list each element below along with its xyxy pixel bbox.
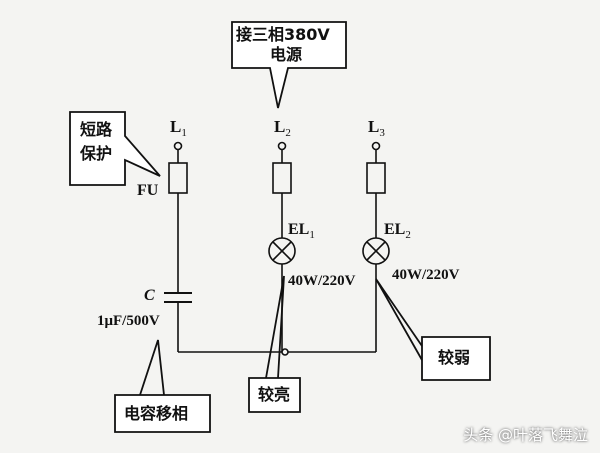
callout-source-line2: 电源 — [270, 45, 303, 64]
watermark: 头条 @叶落飞舞泣 — [463, 426, 588, 444]
terminal-l1 — [173, 141, 183, 151]
fuse-l1 — [168, 162, 188, 194]
phase-label-l2: L2 — [274, 117, 291, 139]
callout-source-line1: 接三相380V — [236, 25, 330, 44]
phase-label-l1: L1 — [170, 117, 187, 139]
fuse-l2 — [272, 162, 292, 194]
fuse-l3 — [366, 162, 386, 194]
callout-brighter-box — [248, 377, 301, 413]
lamp-el2 — [362, 237, 390, 265]
capacitor-symbol: C — [144, 287, 155, 304]
callout-capacitor-pointer — [139, 339, 165, 396]
lamp-el1 — [268, 237, 296, 265]
lamp-rating-el1: 40W/220V — [288, 273, 356, 289]
phase-label-l3: L3 — [368, 117, 385, 139]
lamp-label-el1: EL1 — [288, 221, 315, 241]
callout-capacitor-box — [114, 394, 211, 433]
callout-dimmer-box — [421, 336, 491, 381]
callout-brighter-pointer — [265, 275, 285, 379]
capacitor-rating: 1μF/500V — [97, 313, 160, 329]
fuse-label: FU — [137, 182, 159, 199]
callout-protection-line1: 短路 — [80, 120, 113, 139]
lamp-rating-el2: 40W/220V — [392, 267, 460, 283]
lamp-label-el2: EL2 — [384, 221, 411, 241]
junction-node — [281, 348, 289, 356]
callout-protection-box — [69, 111, 161, 186]
terminal-l3 — [371, 141, 381, 151]
callout-protection-line2: 保护 — [80, 144, 113, 163]
callout-capacitor-text: 电容移相 — [124, 404, 189, 423]
callout-dimmer-pointer — [375, 278, 423, 361]
callout-brighter-text: 较亮 — [258, 385, 291, 404]
callout-source-box — [231, 21, 347, 109]
callout-dimmer-text: 较弱 — [438, 348, 471, 367]
terminal-l2 — [277, 141, 287, 151]
